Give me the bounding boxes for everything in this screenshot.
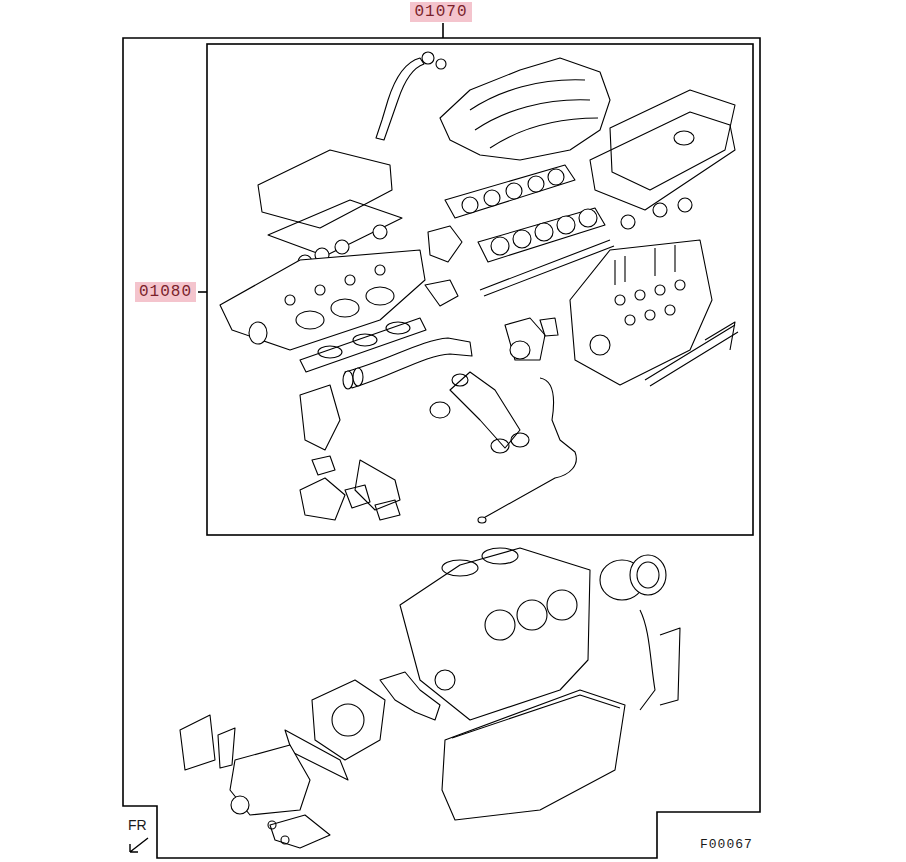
oil-pan — [442, 690, 625, 820]
cylinder-bores — [442, 548, 577, 640]
leader-line — [198, 291, 207, 293]
pump-cover — [505, 318, 545, 360]
lower-gaskets — [180, 548, 680, 848]
port — [557, 216, 575, 234]
leader-line — [442, 23, 444, 38]
kit-frame — [123, 38, 760, 858]
gasket — [478, 208, 605, 262]
guide-tube — [480, 378, 576, 520]
head-ports — [285, 265, 394, 329]
timing-cover — [230, 745, 310, 815]
gasket — [540, 318, 558, 336]
housing — [300, 385, 340, 450]
intake-manifold — [440, 58, 610, 160]
port — [484, 190, 500, 206]
port — [506, 183, 522, 199]
oil-pump — [312, 680, 385, 760]
seal — [422, 52, 434, 64]
port — [579, 209, 597, 227]
gasket — [445, 165, 575, 218]
dipstick — [640, 610, 655, 710]
engine-block — [400, 548, 590, 720]
front-arrow — [130, 838, 148, 852]
port — [535, 223, 553, 241]
port — [491, 237, 509, 255]
callout-number: 01070 — [410, 2, 471, 22]
frame — [123, 23, 760, 858]
valve-cover — [258, 150, 392, 228]
seal — [621, 215, 635, 229]
cover-gasket — [268, 200, 402, 256]
upper-gaskets — [220, 52, 738, 523]
hose — [376, 58, 424, 140]
gasket — [425, 280, 458, 306]
seal — [231, 796, 249, 814]
head-ports — [590, 245, 685, 355]
dipstick-tube — [660, 628, 680, 705]
port — [548, 169, 564, 185]
oil-cap — [674, 131, 694, 145]
seal — [678, 198, 692, 212]
exhaust-gasket — [645, 325, 738, 386]
seal — [335, 240, 349, 254]
port — [513, 230, 531, 248]
seal — [373, 225, 387, 239]
port — [462, 197, 478, 213]
seal — [510, 341, 530, 359]
port — [528, 176, 544, 192]
intake-manifold-ribs — [470, 80, 598, 148]
cylinder-head — [570, 240, 712, 385]
housing — [428, 226, 462, 262]
subkit-frame — [207, 44, 753, 535]
direction-label: FR — [128, 818, 147, 832]
bracket — [180, 715, 215, 770]
gasket — [705, 322, 735, 350]
callout-number: 01080 — [135, 282, 196, 302]
water-pipe — [345, 338, 472, 388]
valve-cover — [610, 90, 735, 190]
oil-strainer — [270, 815, 330, 848]
gasket — [355, 460, 400, 510]
cover-gasket — [590, 112, 735, 210]
water-pipe — [450, 372, 520, 448]
direction-arrow — [130, 838, 148, 852]
gasket — [380, 672, 440, 720]
seal — [436, 59, 446, 69]
figure-number: F00067 — [700, 838, 753, 851]
housing — [300, 478, 345, 520]
cam-seal — [249, 322, 267, 344]
rear-seal — [630, 555, 666, 595]
cylinder-head — [220, 250, 425, 350]
seal — [653, 203, 667, 217]
